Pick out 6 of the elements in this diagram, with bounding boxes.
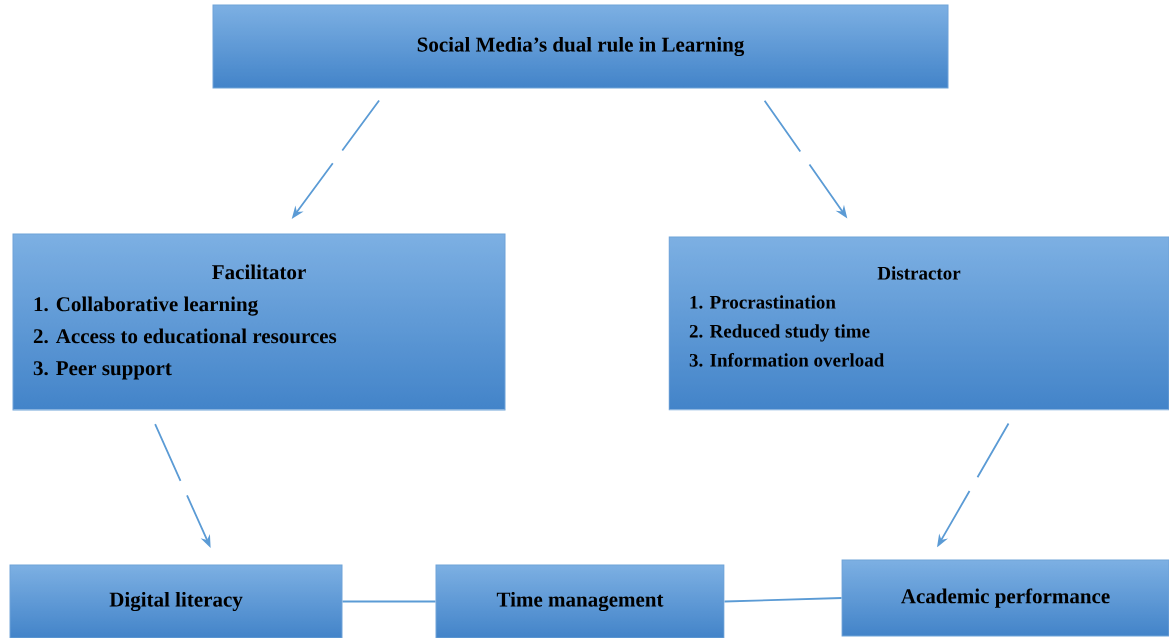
process-box: Academic performance [841,559,1169,637]
process-box: Social Media’s dual rule in Learning [212,4,949,89]
process-box: Facilitator 1. Collaborative learning 2. Access to educational resources 3. Peer support [12,233,506,411]
process-box: Distractor 1. Procrastination 2. Reduced study time 3. Information overload [668,236,1169,411]
process-box: Digital literacy [9,564,343,638]
process-box: Time management [435,564,725,638]
